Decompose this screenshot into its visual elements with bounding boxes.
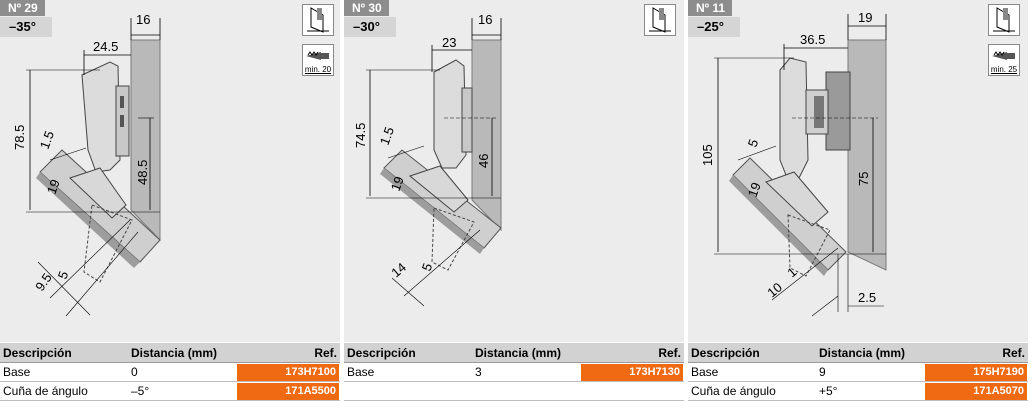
table-row: Base 3 173H7130 — [344, 363, 684, 382]
drawing-area: 16 24.5 78.5 48.5 1.5 19 5 9.5 Nº 29 –35… — [0, 0, 340, 342]
hinge-panel-30: 16 23 74.5 46 1.5 19 5 14 Nº 30 –30° Des… — [344, 0, 684, 408]
table-header: Descripción Distancia (mm) Ref. — [0, 343, 340, 363]
hinge-badge: Nº 29 –35° — [0, 0, 70, 38]
hinge-number: Nº 11 — [688, 0, 733, 16]
drawing-area: 16 23 74.5 46 1.5 19 5 14 Nº 30 –30° — [344, 0, 684, 342]
hinge-badge: Nº 11 –25° — [688, 0, 758, 38]
dim-offset: 23 — [442, 35, 456, 50]
dim-slant: 19 — [44, 177, 63, 196]
screw-icon: min. 20 — [302, 44, 334, 76]
dim-thickness: 5 — [745, 137, 762, 149]
hinge-diagram: 19 36.5 105 75 5 19 1 10 2.5 — [700, 10, 887, 317]
dim-bottom-b: 9.5 — [32, 270, 55, 293]
hinge-diagram: 16 24.5 78.5 48.5 1.5 19 5 9.5 — [12, 12, 161, 317]
header-description: Descripción — [3, 346, 72, 360]
row-description: Base — [691, 365, 719, 379]
dim-offset: 36.5 — [800, 32, 825, 47]
hinge-angle: –35° — [0, 17, 52, 37]
dim-height-right: 48.5 — [135, 160, 150, 185]
parts-table: Descripción Distancia (mm) Ref. Base 0 1… — [0, 343, 340, 401]
overlay-icon — [302, 4, 334, 36]
hinge-badge: Nº 30 –30° — [344, 0, 414, 38]
dim-gap: 2.5 — [858, 290, 876, 305]
dim-top-width: 16 — [136, 12, 150, 27]
dim-bottom-a: 5 — [419, 261, 436, 273]
dim-offset: 24.5 — [93, 39, 118, 54]
hinge-angle: –25° — [688, 17, 740, 37]
row-ref-badge[interactable]: 171A5070 — [925, 383, 1027, 400]
dim-height-right: 46 — [476, 154, 491, 168]
table-row-empty — [344, 382, 684, 401]
hinge-panel-29: 16 24.5 78.5 48.5 1.5 19 5 9.5 Nº 29 –35… — [0, 0, 340, 408]
hinge-panel-11: 19 36.5 105 75 5 19 1 10 2.5 Nº 11 –25° … — [688, 0, 1028, 408]
overlay-icon — [644, 4, 676, 36]
parts-table: Descripción Distancia (mm) Ref. Base 3 1… — [344, 343, 684, 401]
hinge-angle: –30° — [344, 17, 396, 37]
dim-top-width: 16 — [478, 12, 492, 27]
dim-height-right: 75 — [856, 172, 871, 186]
overlay-icon — [988, 4, 1020, 36]
row-description: Cuña de ángulo — [3, 384, 88, 398]
hinge-diagram: 16 23 74.5 46 1.5 19 5 14 — [353, 12, 502, 307]
dim-height-left: 78.5 — [12, 125, 27, 150]
row-description: Cuña de ángulo — [691, 384, 776, 398]
dim-bottom-a: 5 — [55, 269, 72, 281]
dim-thickness: 1.5 — [37, 129, 57, 151]
table-row: Base 0 173H7100 — [0, 363, 340, 382]
table-row: Cuña de ángulo –5° 171A5500 — [0, 382, 340, 401]
dim-bottom-b: 10 — [764, 280, 785, 301]
row-ref-badge[interactable]: 175H7190 — [925, 364, 1027, 381]
dim-height-left: 74.5 — [353, 123, 368, 148]
header-distance: Distancia (mm) — [131, 346, 218, 360]
row-ref-badge[interactable]: 171A5500 — [237, 383, 339, 400]
header-description: Descripción — [691, 346, 760, 360]
dim-bottom-b: 14 — [388, 260, 409, 281]
drawing-area: 19 36.5 105 75 5 19 1 10 2.5 Nº 11 –25° … — [688, 0, 1028, 342]
dim-thickness: 1.5 — [377, 125, 397, 147]
header-distance: Distancia (mm) — [819, 346, 906, 360]
screw-caption: min. 20 — [304, 65, 332, 74]
header-distance: Distancia (mm) — [475, 346, 562, 360]
table-header: Descripción Distancia (mm) Ref. — [344, 343, 684, 363]
row-distance: 3 — [475, 365, 482, 379]
dim-height-left: 105 — [700, 144, 715, 166]
row-description: Base — [3, 365, 31, 379]
dim-small-a: 1 — [784, 264, 799, 280]
row-distance: 0 — [131, 365, 138, 379]
dim-slant: 19 — [388, 174, 407, 193]
screw-caption: min. 25 — [990, 65, 1018, 74]
header-ref: Ref. — [314, 346, 337, 360]
table-row: Cuña de ángulo +5° 171A5070 — [688, 382, 1028, 401]
row-description: Base — [347, 365, 375, 379]
dim-slant: 19 — [745, 180, 764, 199]
screw-icon: min. 25 — [988, 44, 1020, 76]
row-distance: 9 — [819, 365, 826, 379]
row-distance: +5° — [819, 384, 838, 398]
header-ref: Ref. — [1002, 346, 1025, 360]
dim-top-width: 19 — [858, 10, 872, 25]
hinge-number: Nº 30 — [344, 0, 389, 16]
table-row: Base 9 175H7190 — [688, 363, 1028, 382]
header-description: Descripción — [347, 346, 416, 360]
row-distance: –5° — [131, 384, 150, 398]
row-ref-badge[interactable]: 173H7130 — [581, 364, 683, 381]
header-ref: Ref. — [658, 346, 681, 360]
parts-table: Descripción Distancia (mm) Ref. Base 9 1… — [688, 343, 1028, 401]
row-ref-badge[interactable]: 173H7100 — [237, 364, 339, 381]
hinge-number: Nº 29 — [0, 0, 45, 16]
table-header: Descripción Distancia (mm) Ref. — [688, 343, 1028, 363]
